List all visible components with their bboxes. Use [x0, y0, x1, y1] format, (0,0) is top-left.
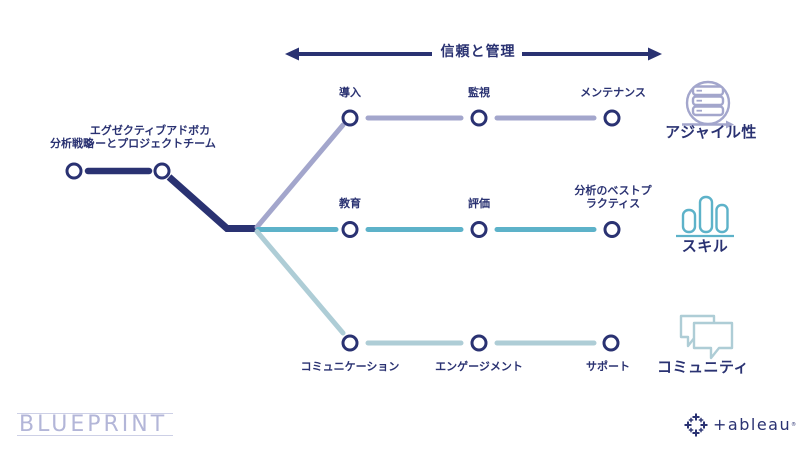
stacked-servers-cycle-icon [682, 80, 734, 129]
node-measurement [470, 221, 488, 238]
label-maintenance: メンテナンス [580, 86, 646, 99]
label-communication: コミュニケーション [300, 360, 400, 373]
branch-connector-agility [254, 122, 346, 230]
chat-bubbles-icon [679, 314, 734, 360]
label-analytics-strategy: 分析戦略 [50, 137, 94, 150]
node-support [602, 334, 620, 352]
label-executive-advocacy-line1: エグゼクティブアドボカ [89, 124, 211, 137]
tableau-logo-text: +ableau [713, 415, 792, 434]
tableau-logo: +ableau® [684, 413, 796, 437]
label-monitoring: 監視 [468, 86, 490, 99]
trust-management-arrow [285, 47, 662, 61]
label-deployment: 導入 [339, 86, 361, 99]
trunk-line-2 [166, 174, 259, 232]
label-best-practices: 分析のベストプ ラクティス [574, 184, 651, 210]
tableau-logo-mark [684, 413, 708, 437]
node-communication [341, 334, 359, 352]
category-agility: アジャイル性 [665, 123, 757, 141]
blueprint-wordmark: BLUEPRINT [17, 413, 174, 436]
node-engagement [470, 334, 488, 352]
node-executive-advocacy [153, 162, 171, 180]
header-title: 信頼と管理 [440, 44, 516, 60]
branch-connector-community [254, 229, 346, 336]
node-monitoring [470, 109, 488, 127]
label-executive-advocacy: エグゼクティブアドボカ シーとプロジェクトチーム [84, 124, 216, 150]
node-maintenance [603, 109, 621, 127]
label-best-practices-line2: ラクティス [585, 197, 641, 210]
category-community: コミュニティ [656, 358, 750, 376]
label-executive-advocacy-line2: シーとプロジェクトチーム [84, 137, 216, 150]
bar-chart-icon [676, 195, 734, 238]
category-skills: スキル [681, 237, 729, 255]
label-engagement: エンゲージメント [435, 360, 523, 373]
node-education [341, 221, 359, 238]
label-support: サポート [586, 360, 630, 373]
node-analytics-strategy [65, 162, 83, 180]
node-deployment [341, 109, 359, 127]
label-best-practices-line1: 分析のベストプ [574, 184, 652, 197]
label-education: 教育 [339, 197, 361, 210]
label-measurement: 評価 [468, 197, 490, 210]
node-best-practices [603, 221, 621, 238]
tableau-trademark: ® [791, 422, 797, 428]
